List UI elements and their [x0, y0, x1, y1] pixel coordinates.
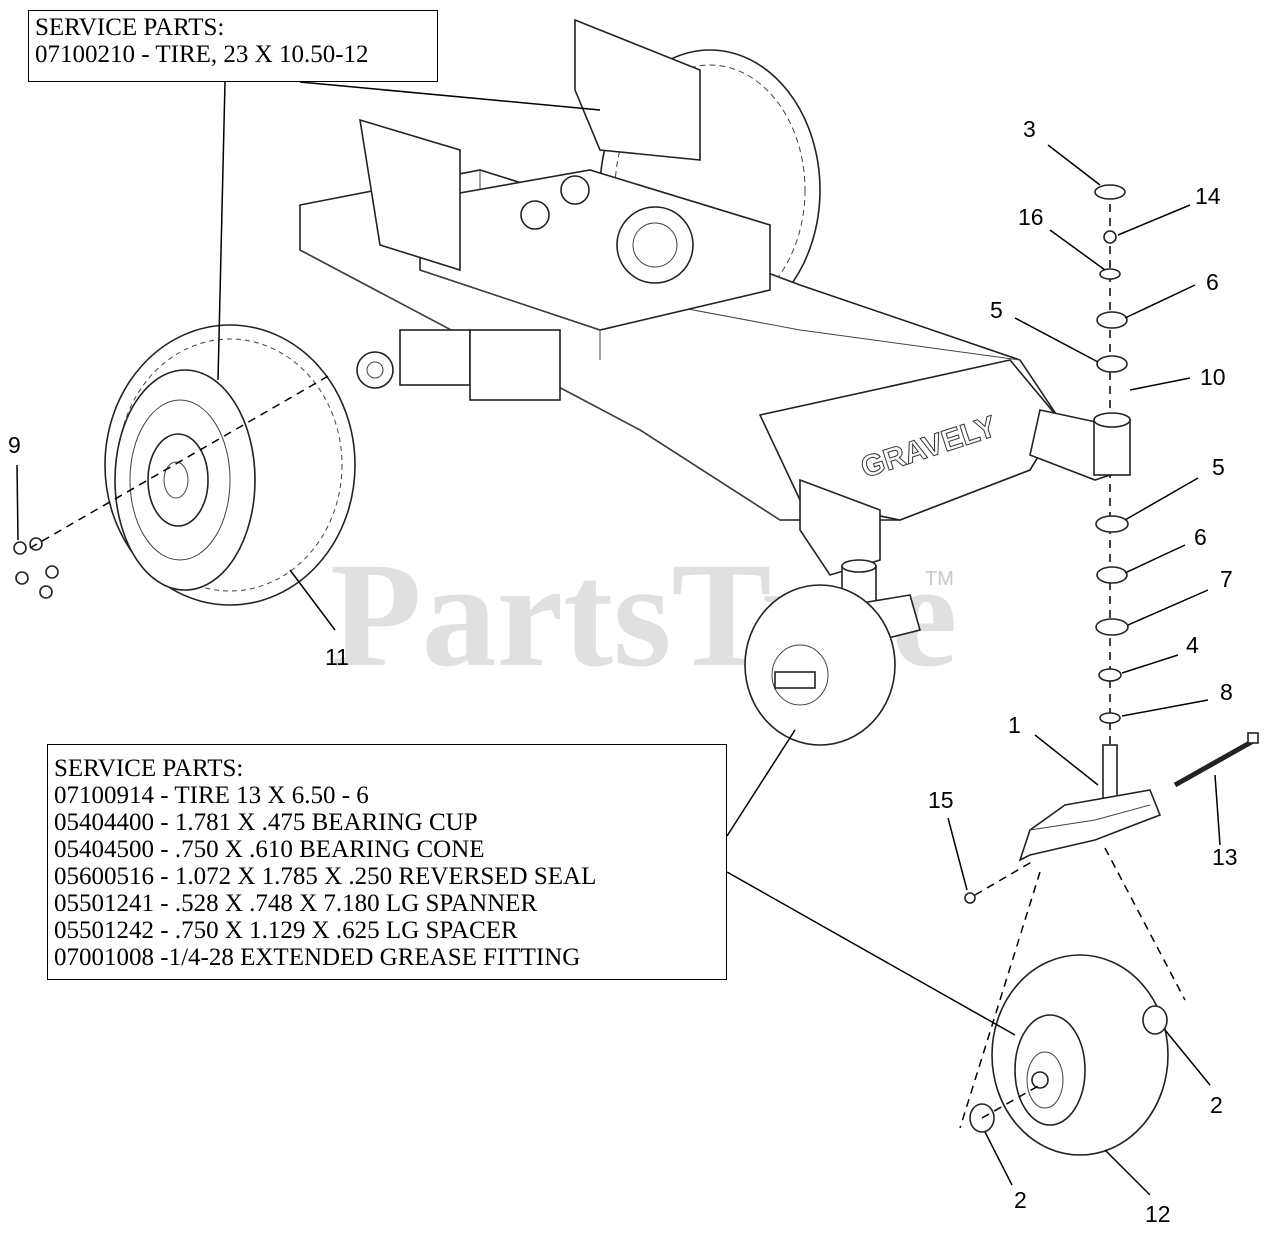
callout-12: 12 [1145, 1201, 1171, 1227]
callout-6a: 6 [1206, 269, 1219, 295]
rear-axle-hub [356, 329, 561, 401]
seal-7 [1095, 618, 1129, 636]
callout-16: 16 [1018, 204, 1044, 230]
caster-service-parts-box: SERVICE PARTS: 07100914 - TIRE 13 X 6.50… [47, 744, 727, 980]
washer-16 [1099, 268, 1121, 280]
caster-housing-10 [1093, 419, 1131, 476]
axle-bolt-13 [1173, 732, 1259, 788]
callout-1: 1 [1008, 712, 1021, 738]
callout-2b: 2 [1210, 1092, 1223, 1118]
spacer-2b [1142, 1005, 1168, 1035]
callout-13: 13 [1212, 844, 1238, 870]
mower-frame: GRAVELY [299, 18, 1127, 746]
caster-service-line: 07100914 - TIRE 13 X 6.50 - 6 [54, 782, 369, 809]
caster-service-line: 05600516 - 1.072 X 1.785 X .250 REVERSED… [54, 863, 597, 890]
caster-wheel-12 [991, 954, 1169, 1156]
callout-numbers: 3 14 16 6 5 10 5 6 7 4 8 1 13 15 2 2 12 … [8, 116, 1238, 1227]
callout-11: 11 [325, 644, 349, 670]
spacer-4 [1098, 668, 1122, 682]
caster-fork-1 [1018, 744, 1162, 862]
callout-5a: 5 [990, 297, 1003, 323]
callout-5b: 5 [1212, 454, 1225, 480]
caster-service-line: 05404400 - 1.781 X .475 BEARING CUP [54, 809, 478, 836]
callout-2a: 2 [1014, 1187, 1027, 1213]
nut-14 [1103, 230, 1117, 244]
rear-service-parts-box: SERVICE PARTS: 07100210 - TIRE, 23 X 10.… [28, 10, 438, 82]
callout-9: 9 [8, 432, 21, 458]
bearing-cup-5b [1095, 515, 1129, 533]
ring-8 [1099, 712, 1121, 724]
callout-7: 7 [1220, 566, 1233, 592]
rear-service-line: 07100210 - TIRE, 23 X 10.50-12 [35, 41, 369, 68]
lug-nuts-9 [13, 537, 59, 599]
grease-fitting-15 [964, 892, 976, 904]
caster-service-line: 07001008 -1/4-28 EXTENDED GREASE FITTING [54, 944, 581, 971]
bearing-cone-6b [1096, 566, 1128, 584]
callout-4: 4 [1186, 632, 1199, 658]
bearing-cone-6a [1096, 311, 1128, 329]
callout-15: 15 [928, 787, 954, 813]
callout-3: 3 [1023, 116, 1036, 142]
dust-cap-3 [1094, 184, 1126, 200]
bearing-cup-5a [1096, 355, 1128, 373]
callout-8: 8 [1220, 679, 1233, 705]
caster-stack [1093, 184, 1131, 724]
caster-service-title: SERVICE PARTS: [54, 755, 244, 782]
watermark-tm: TM [925, 568, 954, 590]
rear-service-title: SERVICE PARTS: [35, 14, 225, 41]
mounted-caster [744, 559, 921, 746]
caster-service-line: 05501242 - .750 X 1.129 X .625 LG SPACER [54, 917, 518, 944]
callout-6b: 6 [1194, 524, 1207, 550]
caster-service-line: 05501241 - .528 X .748 X 7.180 LG SPANNE… [54, 890, 538, 917]
leader-lines [16, 81, 1221, 1196]
callout-14: 14 [1195, 183, 1221, 209]
caster-service-line: 05404500 - .750 X .610 BEARING CONE [54, 836, 485, 863]
callout-10: 10 [1200, 364, 1226, 390]
rear-tire-11 [104, 324, 356, 606]
